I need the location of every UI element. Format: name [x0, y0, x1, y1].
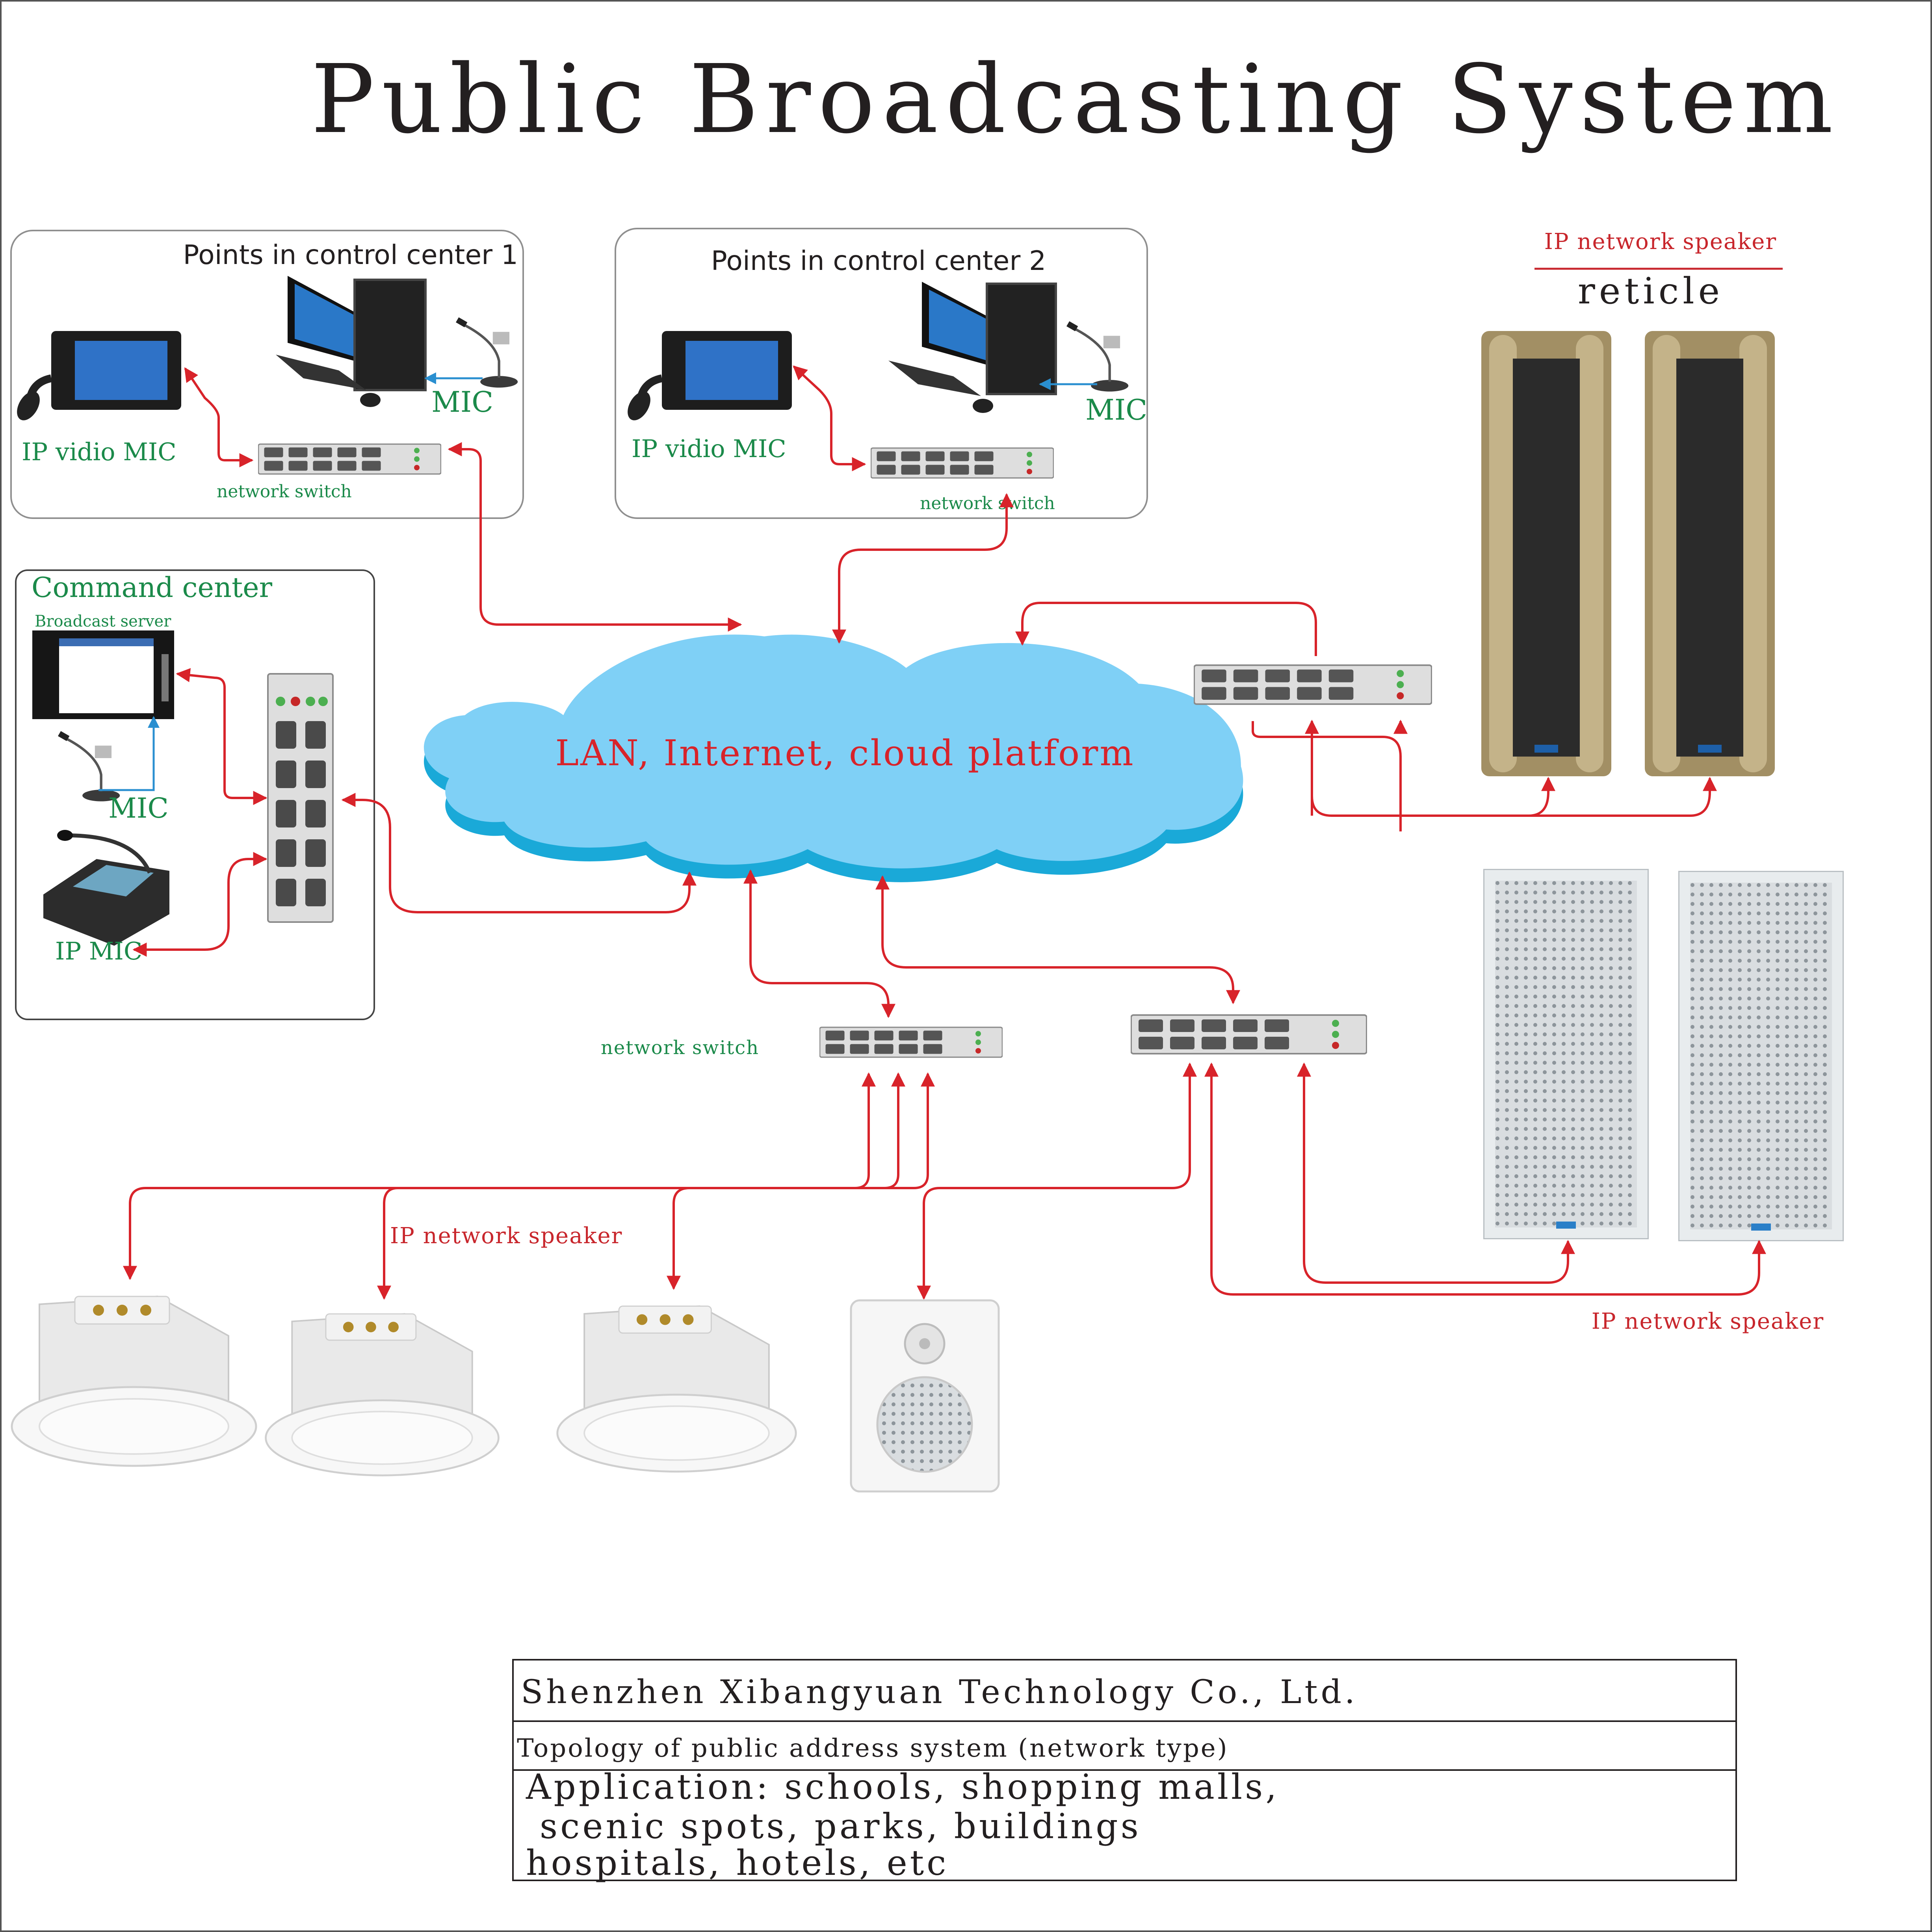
broadcast-server-label: Broadcast server — [35, 612, 171, 630]
cc1-ip-video-mic-label: IP vidio MIC — [22, 437, 176, 466]
network-switch-icon — [267, 673, 334, 923]
ceiling-speaker-icon — [557, 1306, 796, 1472]
command-center: Command center Broadcast server MIC IP M… — [15, 569, 375, 1020]
topology-caption: Topology of public address system (netwo… — [517, 1734, 1229, 1763]
wall-speaker-icon — [850, 1299, 1000, 1493]
cc2-ip-video-mic-label: IP vidio MIC — [632, 434, 786, 463]
application-line-1: Application: schools, shopping malls, — [526, 1767, 1279, 1807]
column-speaker-icon — [1678, 871, 1844, 1241]
arrow-switch-panel-1 — [1297, 1062, 1575, 1284]
arrow-switch-column-2 — [1311, 778, 1710, 817]
arrow-tablet-switch — [184, 367, 254, 467]
control-center-2: Points in control center 2 MIC IP vidio … — [615, 228, 1148, 519]
arrow-switch-cloud-right — [1015, 602, 1317, 656]
arrow-switch-wall-speaker — [917, 1062, 1197, 1300]
control-center-1: Points in control center 1 MIC IP vidio … — [10, 230, 524, 519]
arrow-switch-ceiling-2 — [377, 1072, 905, 1300]
arrow-cc2-cloud — [832, 493, 1014, 644]
column-speaker-icon — [1483, 869, 1649, 1239]
arrow-cloud-switch-b — [875, 875, 1240, 1004]
tablet-icon — [628, 331, 792, 420]
cc1-switch-label: network switch — [217, 482, 352, 502]
arrow-command-cloud — [341, 793, 697, 913]
arrow-tablet-switch — [793, 365, 866, 471]
cc1-mic-label: MIC — [431, 385, 493, 418]
cloud-icon: LAN, Internet, cloud platform — [424, 634, 1243, 882]
desktop-computer-icon — [276, 276, 427, 407]
arrow-cloud-switch-a — [743, 869, 895, 1018]
control-center-1-title: Points in control center 1 — [183, 240, 518, 271]
page-title: Public Broadcasting System — [311, 44, 1840, 154]
application-line-2: scenic spots, parks, buildings — [526, 1806, 1141, 1846]
command-center-title: Command center — [32, 571, 273, 604]
info-table: Shenzhen Xibangyuan Technology Co., Ltd.… — [512, 1659, 1737, 1883]
ceiling-speaker-icon — [266, 1314, 499, 1475]
tablet-icon — [17, 331, 181, 420]
arrow-ipmic-switch — [132, 852, 268, 957]
column-speaker-label: IP network speaker — [1544, 229, 1777, 255]
ceiling-speaker-label: IP network speaker — [390, 1223, 622, 1249]
cc2-mic-label: MIC — [1085, 393, 1147, 426]
command-mic-label: MIC — [108, 792, 169, 824]
column-speaker-icon — [1645, 331, 1775, 776]
ceiling-speaker-icon — [12, 1296, 256, 1466]
network-switch-icon — [819, 1026, 1003, 1058]
column-speaker-sublabel: reticle — [1578, 270, 1724, 312]
arrow-switch-ceiling-3 — [667, 1072, 935, 1290]
application-line-3: hospitals, hotels, etc — [526, 1843, 949, 1883]
cc2-switch-label: network switch — [920, 493, 1055, 513]
cloud-label: LAN, Internet, cloud platform — [555, 733, 1135, 774]
mic-wire — [98, 716, 160, 791]
panel-speaker-label: IP network speaker — [1592, 1309, 1824, 1334]
column-speaker-icon — [1481, 331, 1611, 776]
network-switch-icon — [1194, 665, 1432, 704]
arrow-server-switch — [176, 668, 268, 805]
server-icon — [32, 630, 174, 719]
network-switch-icon — [871, 447, 1054, 479]
desktop-computer-icon — [888, 282, 1057, 413]
mid-switch-label: network switch — [601, 1037, 759, 1059]
network-switch-icon — [258, 443, 441, 475]
arrow-switch-panel-2 — [1204, 1062, 1766, 1296]
network-switch-icon — [1131, 1015, 1367, 1054]
arrow-cc1-cloud — [448, 442, 742, 632]
control-center-2-title: Points in control center 2 — [711, 245, 1046, 277]
ip-mic-label: IP MIC — [55, 937, 142, 965]
company-name: Shenzhen Xibangyuan Technology Co., Ltd. — [521, 1674, 1358, 1711]
